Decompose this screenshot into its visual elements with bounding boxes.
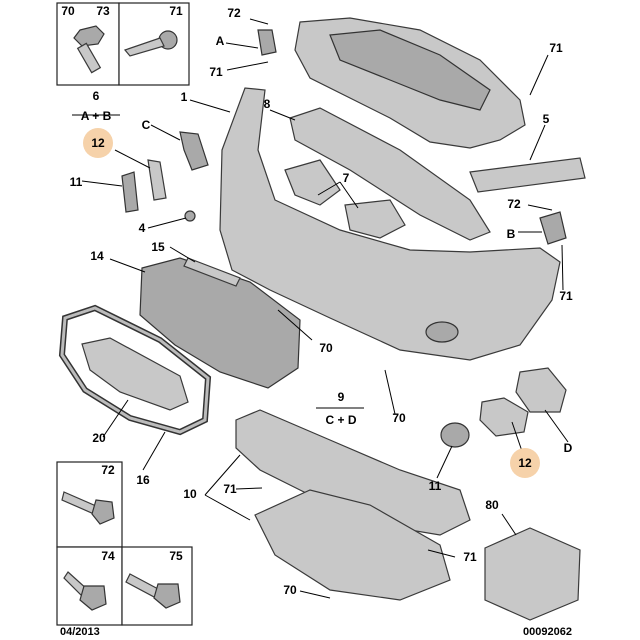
label-1: 1 [180, 90, 188, 104]
bumper-part [219, 87, 561, 361]
footer-date: 04/2013 [60, 626, 100, 638]
bracket-a-part [257, 29, 277, 56]
upper-cover-part [294, 17, 526, 149]
label-15: 15 [151, 240, 165, 254]
underbody-part [235, 409, 471, 536]
label-9: 9 [337, 390, 345, 404]
beam-8-part [289, 107, 491, 241]
label-80: 80 [485, 498, 499, 512]
label-12-highlight: 12 [510, 448, 540, 478]
label-72: 72 [227, 6, 241, 20]
bracket-c-part [179, 131, 209, 171]
label-70: 70 [392, 411, 406, 425]
bolt-icon [73, 25, 105, 74]
label-10: 10 [183, 487, 197, 501]
lower-grille-part [81, 337, 189, 411]
clip-4-part [184, 210, 196, 222]
label-74: 74 [101, 549, 115, 563]
label-71: 71 [463, 550, 477, 564]
label-a-plus-b: A + B [80, 109, 112, 123]
footer-reference: 00092062 [523, 626, 572, 638]
bracket-b-part [539, 211, 567, 245]
grille-frame-part [58, 304, 212, 436]
leader-lines [72, 18, 569, 599]
bracket-5-part [469, 157, 586, 193]
label-14: 14 [90, 249, 104, 263]
label-12-highlight: 12 [83, 128, 113, 158]
label-75: 75 [169, 549, 183, 563]
label-b: B [506, 227, 516, 241]
label-70: 70 [283, 583, 297, 597]
label-16: 16 [136, 473, 150, 487]
label-71: 71 [209, 65, 223, 79]
label-c: C [141, 118, 151, 132]
label-72: 72 [507, 197, 521, 211]
label-6: 6 [92, 89, 100, 103]
label-70: 70 [319, 341, 333, 355]
label-d: D [563, 441, 573, 455]
label-71: 71 [549, 41, 563, 55]
label-71: 71 [169, 4, 183, 18]
label-c-plus-d: C + D [325, 413, 357, 427]
label-7: 7 [342, 171, 350, 185]
label-73: 73 [96, 4, 110, 18]
label-71: 71 [223, 482, 237, 496]
skid-plate-part [254, 489, 451, 601]
label-20: 20 [92, 431, 106, 445]
clip-kit-part [484, 527, 581, 621]
label-a: A [215, 34, 225, 48]
label-70: 70 [61, 4, 75, 18]
bolt-icon [61, 491, 115, 525]
bracket-7-part [284, 159, 406, 239]
fog-cover-left-part [121, 159, 167, 213]
label-4: 4 [138, 221, 146, 235]
screw-icon [125, 573, 181, 609]
fastener-box-bottom-left [56, 461, 193, 626]
label-11: 11 [428, 479, 442, 493]
fastener-box-top-left [56, 2, 190, 86]
label-5: 5 [542, 112, 550, 126]
label-11: 11 [69, 175, 83, 189]
label-72: 72 [101, 463, 115, 477]
strip-15-part [183, 257, 241, 287]
fog-cover-right-part [440, 367, 567, 448]
label-8: 8 [263, 97, 271, 111]
screw-icon [123, 30, 178, 57]
label-71: 71 [559, 289, 573, 303]
bolt-icon [63, 571, 107, 611]
